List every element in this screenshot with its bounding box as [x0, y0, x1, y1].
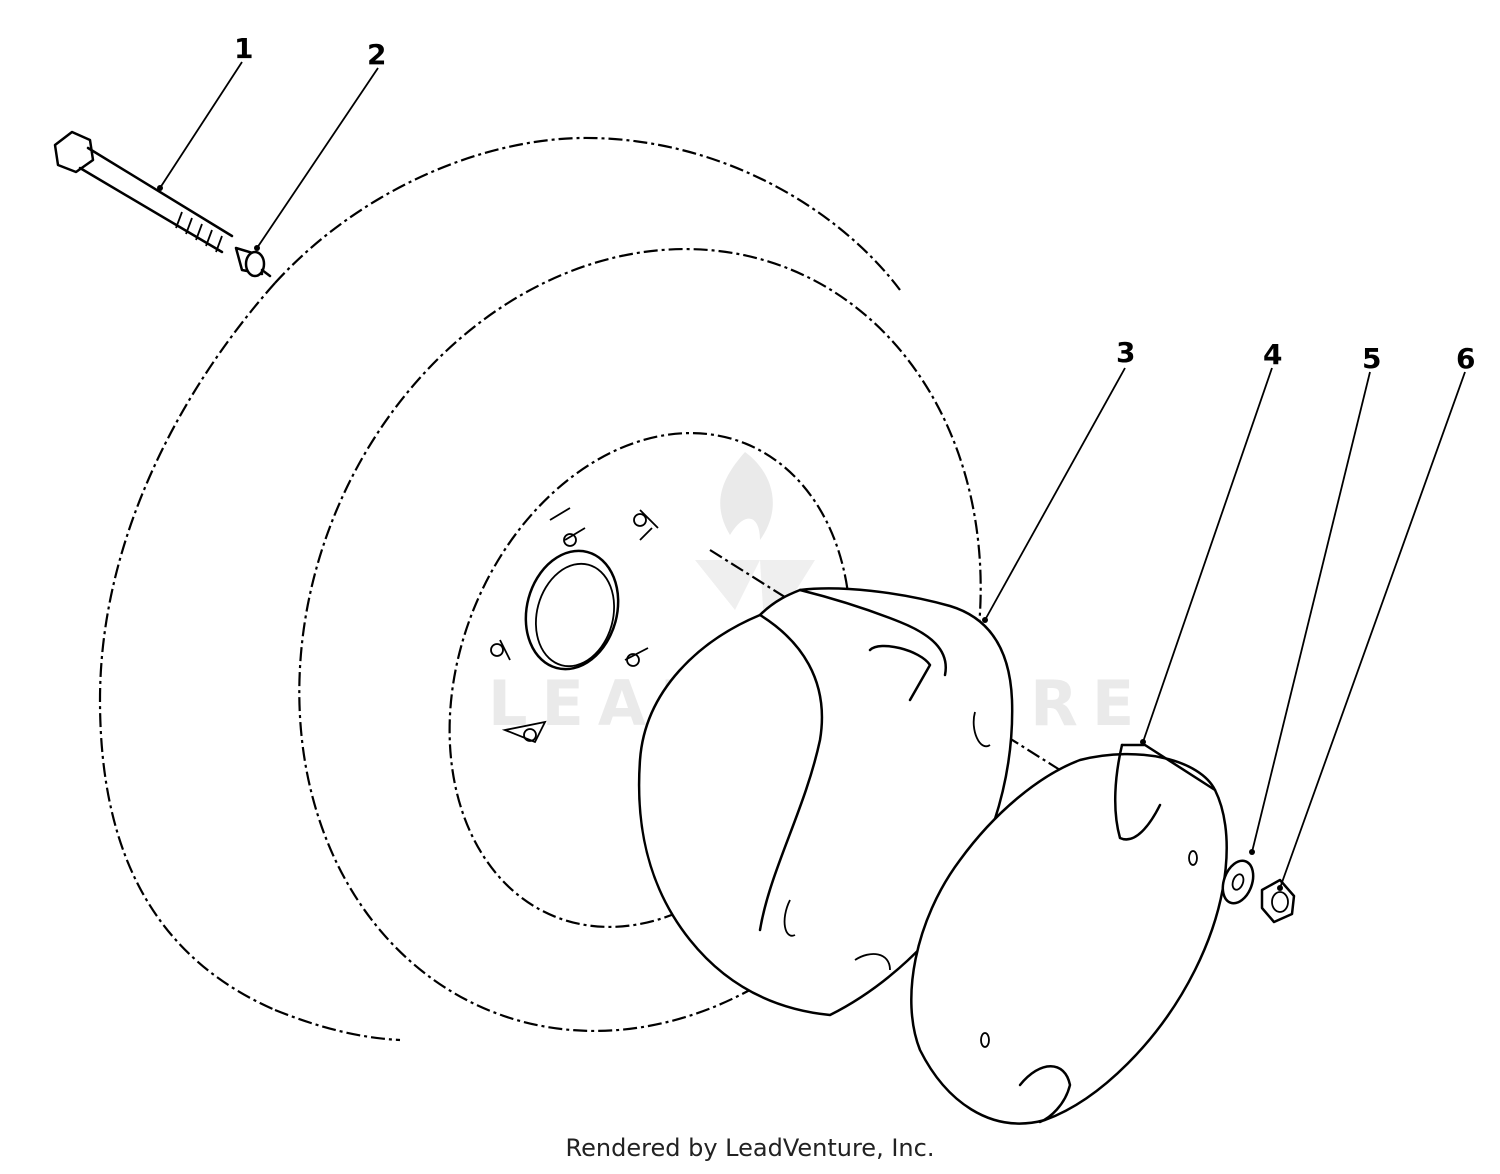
part-1-bolt [53, 130, 234, 254]
callout-4: 4 [1263, 338, 1282, 371]
callout-6: 6 [1456, 342, 1475, 375]
part-5-washer [1221, 859, 1255, 905]
callout-1: 1 [234, 32, 253, 65]
leader-6 [1279, 371, 1466, 889]
leader-3 [984, 367, 1126, 621]
part-6-nut [1260, 878, 1296, 924]
leader-1 [159, 61, 243, 189]
callout-labels: 1 2 3 4 5 6 [234, 32, 1475, 375]
footer-credit: Rendered by LeadVenture, Inc. [565, 1134, 935, 1162]
part-2-spacer [234, 246, 272, 278]
leader-2 [256, 67, 379, 249]
callout-5: 5 [1362, 342, 1381, 375]
leader-4 [1142, 367, 1273, 743]
leader-5 [1251, 371, 1371, 853]
part-3-wheel-weight [637, 587, 1014, 1017]
leader-lines [157, 61, 1466, 891]
part-4-weight-plate [910, 743, 1228, 1125]
callout-3: 3 [1116, 336, 1135, 369]
wheel-hub [490, 507, 659, 744]
callout-2: 2 [367, 38, 386, 71]
